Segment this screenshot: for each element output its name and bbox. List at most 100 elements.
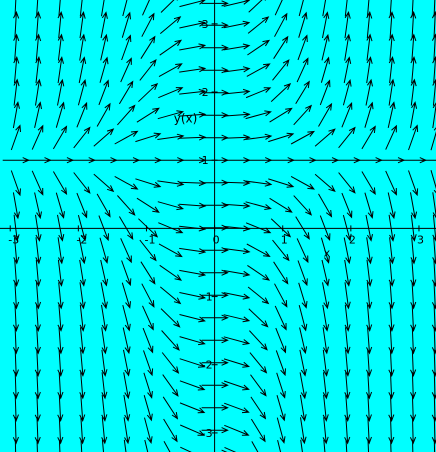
slope-arrow-13-16	[299, 349, 307, 377]
slope-arrow-2-14	[57, 304, 64, 332]
slope-arrow-2-8	[52, 171, 68, 195]
slope-arrow-17-15	[388, 327, 395, 355]
slope-arrow-18-20	[412, 439, 414, 452]
slope-arrow-8-2	[179, 43, 207, 51]
slope-arrow-18-14	[410, 304, 417, 332]
slope-arrow-13-4	[295, 80, 310, 105]
slope-arrow-18-0	[411, 0, 414, 17]
slope-arrow-7-5	[157, 110, 184, 120]
slope-arrow-16-14	[366, 304, 373, 332]
slope-arrow-0-16	[12, 349, 19, 377]
slope-arrow-1-9	[34, 192, 42, 220]
slope-arrow-11-10	[245, 222, 272, 234]
slope-arrow-12-20	[277, 439, 282, 452]
slope-arrow-15-3	[343, 56, 352, 84]
slope-arrow-3-1	[79, 11, 86, 39]
slope-arrow-15-19	[344, 417, 351, 445]
slope-arrow-5-0	[122, 0, 128, 17]
slope-arrow-6-20	[144, 439, 149, 452]
slope-arrow-16-17	[365, 372, 373, 400]
slope-arrow-3-0	[79, 0, 83, 17]
slope-arrow-19-18	[431, 394, 436, 422]
slope-arrow-0-4	[13, 78, 20, 106]
slope-arrow-18-3	[410, 56, 417, 84]
slope-arrow-12-5	[269, 107, 293, 123]
slope-arrow-2-6	[52, 125, 68, 150]
slope-arrow-18-9	[410, 192, 418, 220]
slope-arrow-0-15	[12, 327, 20, 355]
slope-arrow-8-4	[179, 88, 207, 96]
slope-arrow-10-20	[224, 446, 237, 452]
x-tick-label: 3	[417, 233, 424, 246]
slope-arrow-19-13	[431, 282, 436, 310]
slope-arrow-13-12	[297, 260, 308, 287]
slope-arrow-13-14	[298, 304, 308, 332]
slope-arrow-3-20	[80, 439, 83, 452]
slope-arrow-11-16	[249, 352, 268, 374]
slope-arrow-15-1	[344, 11, 351, 39]
slope-arrow-7-13	[159, 286, 182, 305]
slope-arrow-7-3	[158, 63, 183, 78]
slope-arrow-10-16	[223, 358, 251, 368]
slope-arrow-18-8	[408, 170, 419, 197]
slope-arrow-19-15	[431, 327, 436, 355]
y-tick-label: -2	[202, 359, 213, 372]
slope-arrow-8-17	[179, 380, 206, 391]
slope-arrow-18-12	[410, 259, 417, 287]
slope-arrow-0-10	[13, 214, 20, 242]
slope-arrow-3-8	[73, 172, 91, 194]
slope-arrow-11-0	[248, 0, 266, 13]
slope-arrow-0-3	[13, 56, 20, 84]
slope-arrow-2-18	[57, 394, 64, 422]
slope-arrow-15-18	[344, 394, 351, 422]
slope-arrow-14-14	[322, 304, 330, 332]
slope-arrow-7-11	[158, 243, 183, 258]
slope-arrow-3-3	[78, 56, 87, 84]
slope-arrow-2-2	[57, 33, 64, 61]
slope-arrow-17-10	[388, 214, 396, 242]
slope-arrow-16-20	[367, 439, 370, 452]
slope-arrow-10-0	[223, 0, 251, 7]
slope-arrow-10-19	[224, 424, 250, 436]
slope-arrow-0-1	[13, 10, 20, 39]
slope-arrow-14-5	[318, 102, 333, 127]
slope-arrow-15-17	[344, 372, 351, 400]
slope-arrow-11-6	[245, 133, 273, 140]
slope-arrow-14-3	[320, 56, 330, 83]
slope-arrow-11-9	[245, 201, 272, 210]
slope-arrow-13-5	[293, 104, 313, 126]
slope-arrow-17-2	[388, 33, 395, 61]
slope-arrow-11-11	[246, 243, 271, 258]
slope-arrow-17-11	[388, 237, 395, 265]
slope-arrow-1-8	[31, 170, 44, 196]
slope-arrow-7-2	[159, 39, 183, 56]
slope-arrow-12-19	[276, 417, 286, 444]
y-tick-label: -3	[202, 427, 213, 440]
slope-arrow-7-1	[159, 16, 182, 34]
slope-arrow-10-13	[223, 292, 251, 300]
slope-arrow-16-12	[366, 259, 373, 287]
slope-arrow-4-12	[100, 259, 109, 287]
slope-arrow-13-20	[300, 439, 303, 452]
slope-arrow-0-9	[12, 192, 20, 220]
slope-arrow-13-10	[295, 216, 310, 240]
slope-arrow-2-4	[57, 78, 65, 106]
slope-arrow-6-18	[143, 395, 153, 422]
slope-arrow-2-5	[55, 101, 65, 128]
slope-arrow-6-8	[135, 178, 162, 188]
slope-arrow-10-9	[223, 202, 251, 209]
slope-arrow-15-10	[342, 214, 352, 242]
slope-arrow-18-2	[410, 33, 417, 61]
slope-arrow-10-1	[223, 20, 251, 29]
slope-arrow-1-14	[34, 304, 41, 332]
slope-arrow-4-13	[100, 282, 108, 310]
slope-arrow-9-20	[221, 449, 228, 452]
slope-arrow-6-13	[141, 283, 155, 308]
slope-arrow-18-13	[410, 282, 417, 310]
slope-arrow-6-2	[140, 35, 156, 59]
slope-arrow-13-0	[298, 0, 304, 17]
slope-arrow-7-17	[162, 374, 179, 397]
slope-arrow-17-1	[388, 11, 395, 39]
slope-arrow-3-13	[79, 282, 86, 310]
